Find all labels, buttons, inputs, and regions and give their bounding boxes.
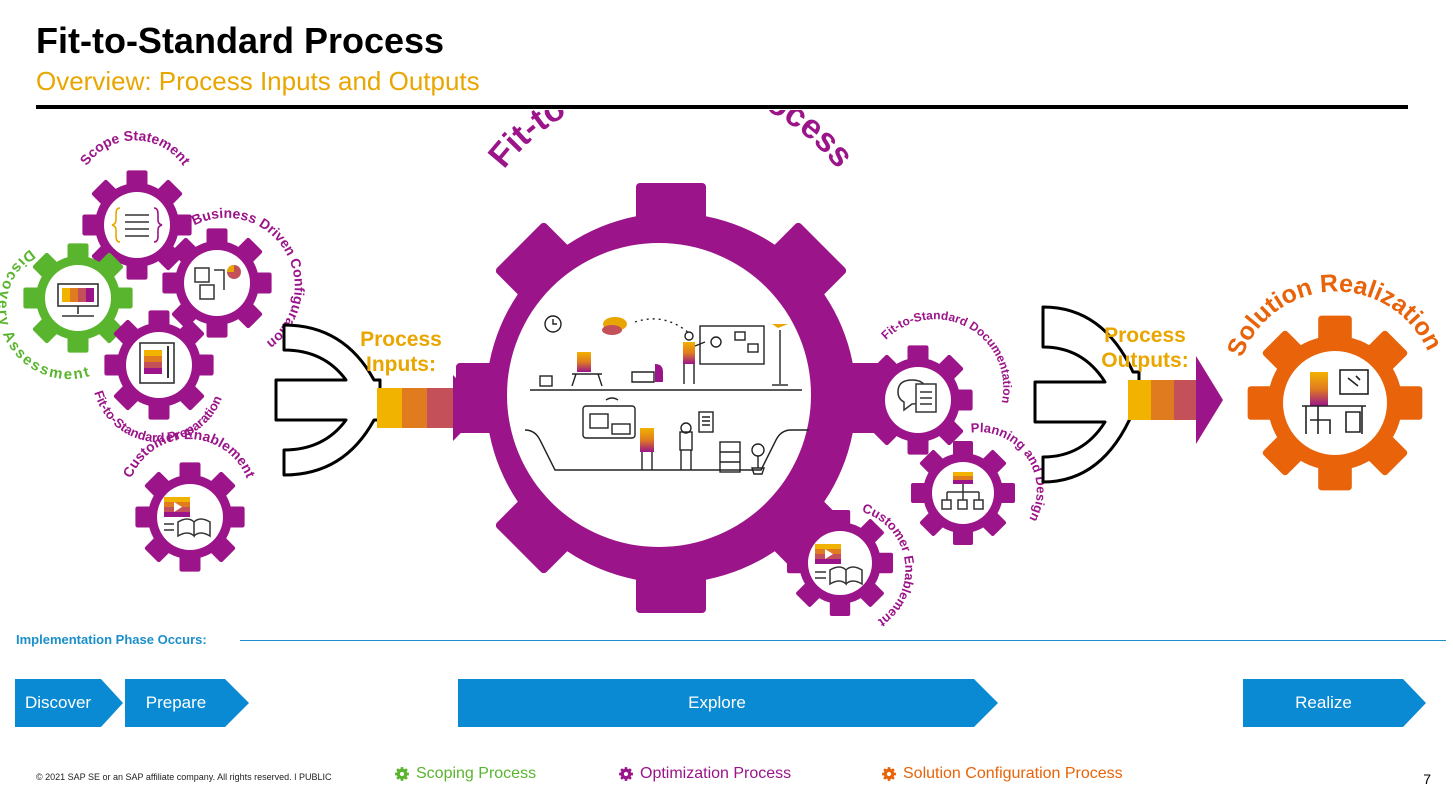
legend-optimization: Optimization Process bbox=[618, 765, 791, 783]
central-gear bbox=[456, 183, 886, 613]
process-outputs-label-line1: Process bbox=[1104, 324, 1186, 347]
process-inputs-label-line2: Inputs: bbox=[366, 353, 436, 376]
document-chat-icon bbox=[897, 374, 937, 426]
purple-gear-icon bbox=[619, 767, 633, 781]
phase-prepare: Prepare bbox=[125, 679, 249, 727]
training-icon bbox=[164, 497, 211, 538]
office-scene-illustration bbox=[524, 315, 809, 475]
legend-configuration: Solution Configuration Process bbox=[881, 765, 1123, 783]
chevron-shape bbox=[458, 679, 998, 727]
process-outputs-label-line2: Outputs: bbox=[1101, 349, 1188, 372]
developer-workstation-icon bbox=[1302, 369, 1369, 434]
copyright-notice: © 2021 SAP SE or an SAP affiliate compan… bbox=[36, 772, 332, 782]
configuration-icon bbox=[194, 265, 241, 300]
process-outputs-arrow bbox=[1033, 305, 1223, 484]
legend-configuration-label: Solution Configuration Process bbox=[903, 765, 1123, 782]
green-gear-icon bbox=[395, 767, 409, 781]
planning-and-design-gear bbox=[911, 441, 1015, 545]
phase-discover: Discover bbox=[15, 679, 123, 727]
business-driven-configuration-gear bbox=[162, 228, 272, 338]
solution-realization-gear bbox=[1247, 315, 1423, 491]
discovery-assessment-gear bbox=[23, 243, 133, 353]
fit-to-standard-preparation-gear bbox=[104, 310, 214, 420]
process-inputs-label-line1: Process bbox=[360, 328, 442, 351]
computer-icon bbox=[57, 283, 99, 317]
implementation-timeline bbox=[240, 640, 1446, 641]
phase-explore-label: Explore bbox=[688, 693, 746, 712]
page-title: Fit-to-Standard Process bbox=[36, 20, 445, 61]
legend-optimization-label: Optimization Process bbox=[640, 765, 792, 782]
scope-statement-label: Scope Statement bbox=[76, 127, 194, 168]
fit-to-standard-diagram: Scope Statement Business Driven Configur… bbox=[0, 110, 1448, 630]
fit-to-standard-documentation-gear bbox=[863, 345, 973, 455]
center-title-label: Fit-to-Standard Process bbox=[481, 110, 861, 175]
phase-realize: Realize bbox=[1243, 679, 1426, 727]
chevron-shape bbox=[125, 679, 249, 727]
page-number: 7 bbox=[1423, 771, 1431, 787]
scope-statement-gear bbox=[82, 170, 192, 280]
notepad-icon bbox=[139, 342, 175, 384]
phase-prepare-label: Prepare bbox=[145, 693, 207, 712]
legend-scoping: Scoping Process bbox=[394, 765, 536, 783]
phase-discover-label: Discover bbox=[24, 693, 92, 712]
customer-enablement-gear bbox=[135, 462, 245, 572]
page-subtitle: Overview: Process Inputs and Outputs bbox=[36, 66, 480, 96]
document-icon bbox=[111, 207, 163, 243]
training-icon bbox=[815, 544, 863, 586]
phase-explore: Explore bbox=[458, 679, 998, 727]
chevron-shape bbox=[15, 679, 123, 727]
customer-enablement-output-gear bbox=[786, 509, 894, 617]
orange-gear-icon bbox=[882, 767, 896, 781]
org-chart-icon bbox=[941, 472, 984, 510]
title-divider bbox=[36, 105, 1408, 109]
legend-scoping-label: Scoping Process bbox=[416, 765, 537, 782]
phase-realize-label: Realize bbox=[1295, 693, 1352, 712]
implementation-phase-label: Implementation Phase Occurs: bbox=[16, 632, 207, 647]
chevron-shape bbox=[1243, 679, 1426, 727]
